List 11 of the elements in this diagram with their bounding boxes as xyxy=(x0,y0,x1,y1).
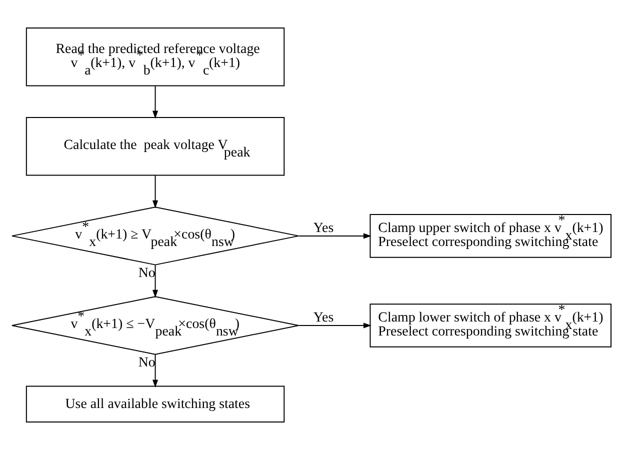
edge-label: Yes xyxy=(313,310,334,326)
node-box: Use all available switching states xyxy=(26,385,285,422)
arrow xyxy=(298,232,372,238)
arrow xyxy=(152,354,158,388)
edge-label: No xyxy=(138,354,156,370)
edge-label: No xyxy=(138,265,156,280)
arrow xyxy=(152,85,158,118)
edge-label: Yes xyxy=(313,220,334,236)
arrow xyxy=(298,322,372,328)
arrow xyxy=(152,174,158,208)
arrow xyxy=(152,264,158,298)
